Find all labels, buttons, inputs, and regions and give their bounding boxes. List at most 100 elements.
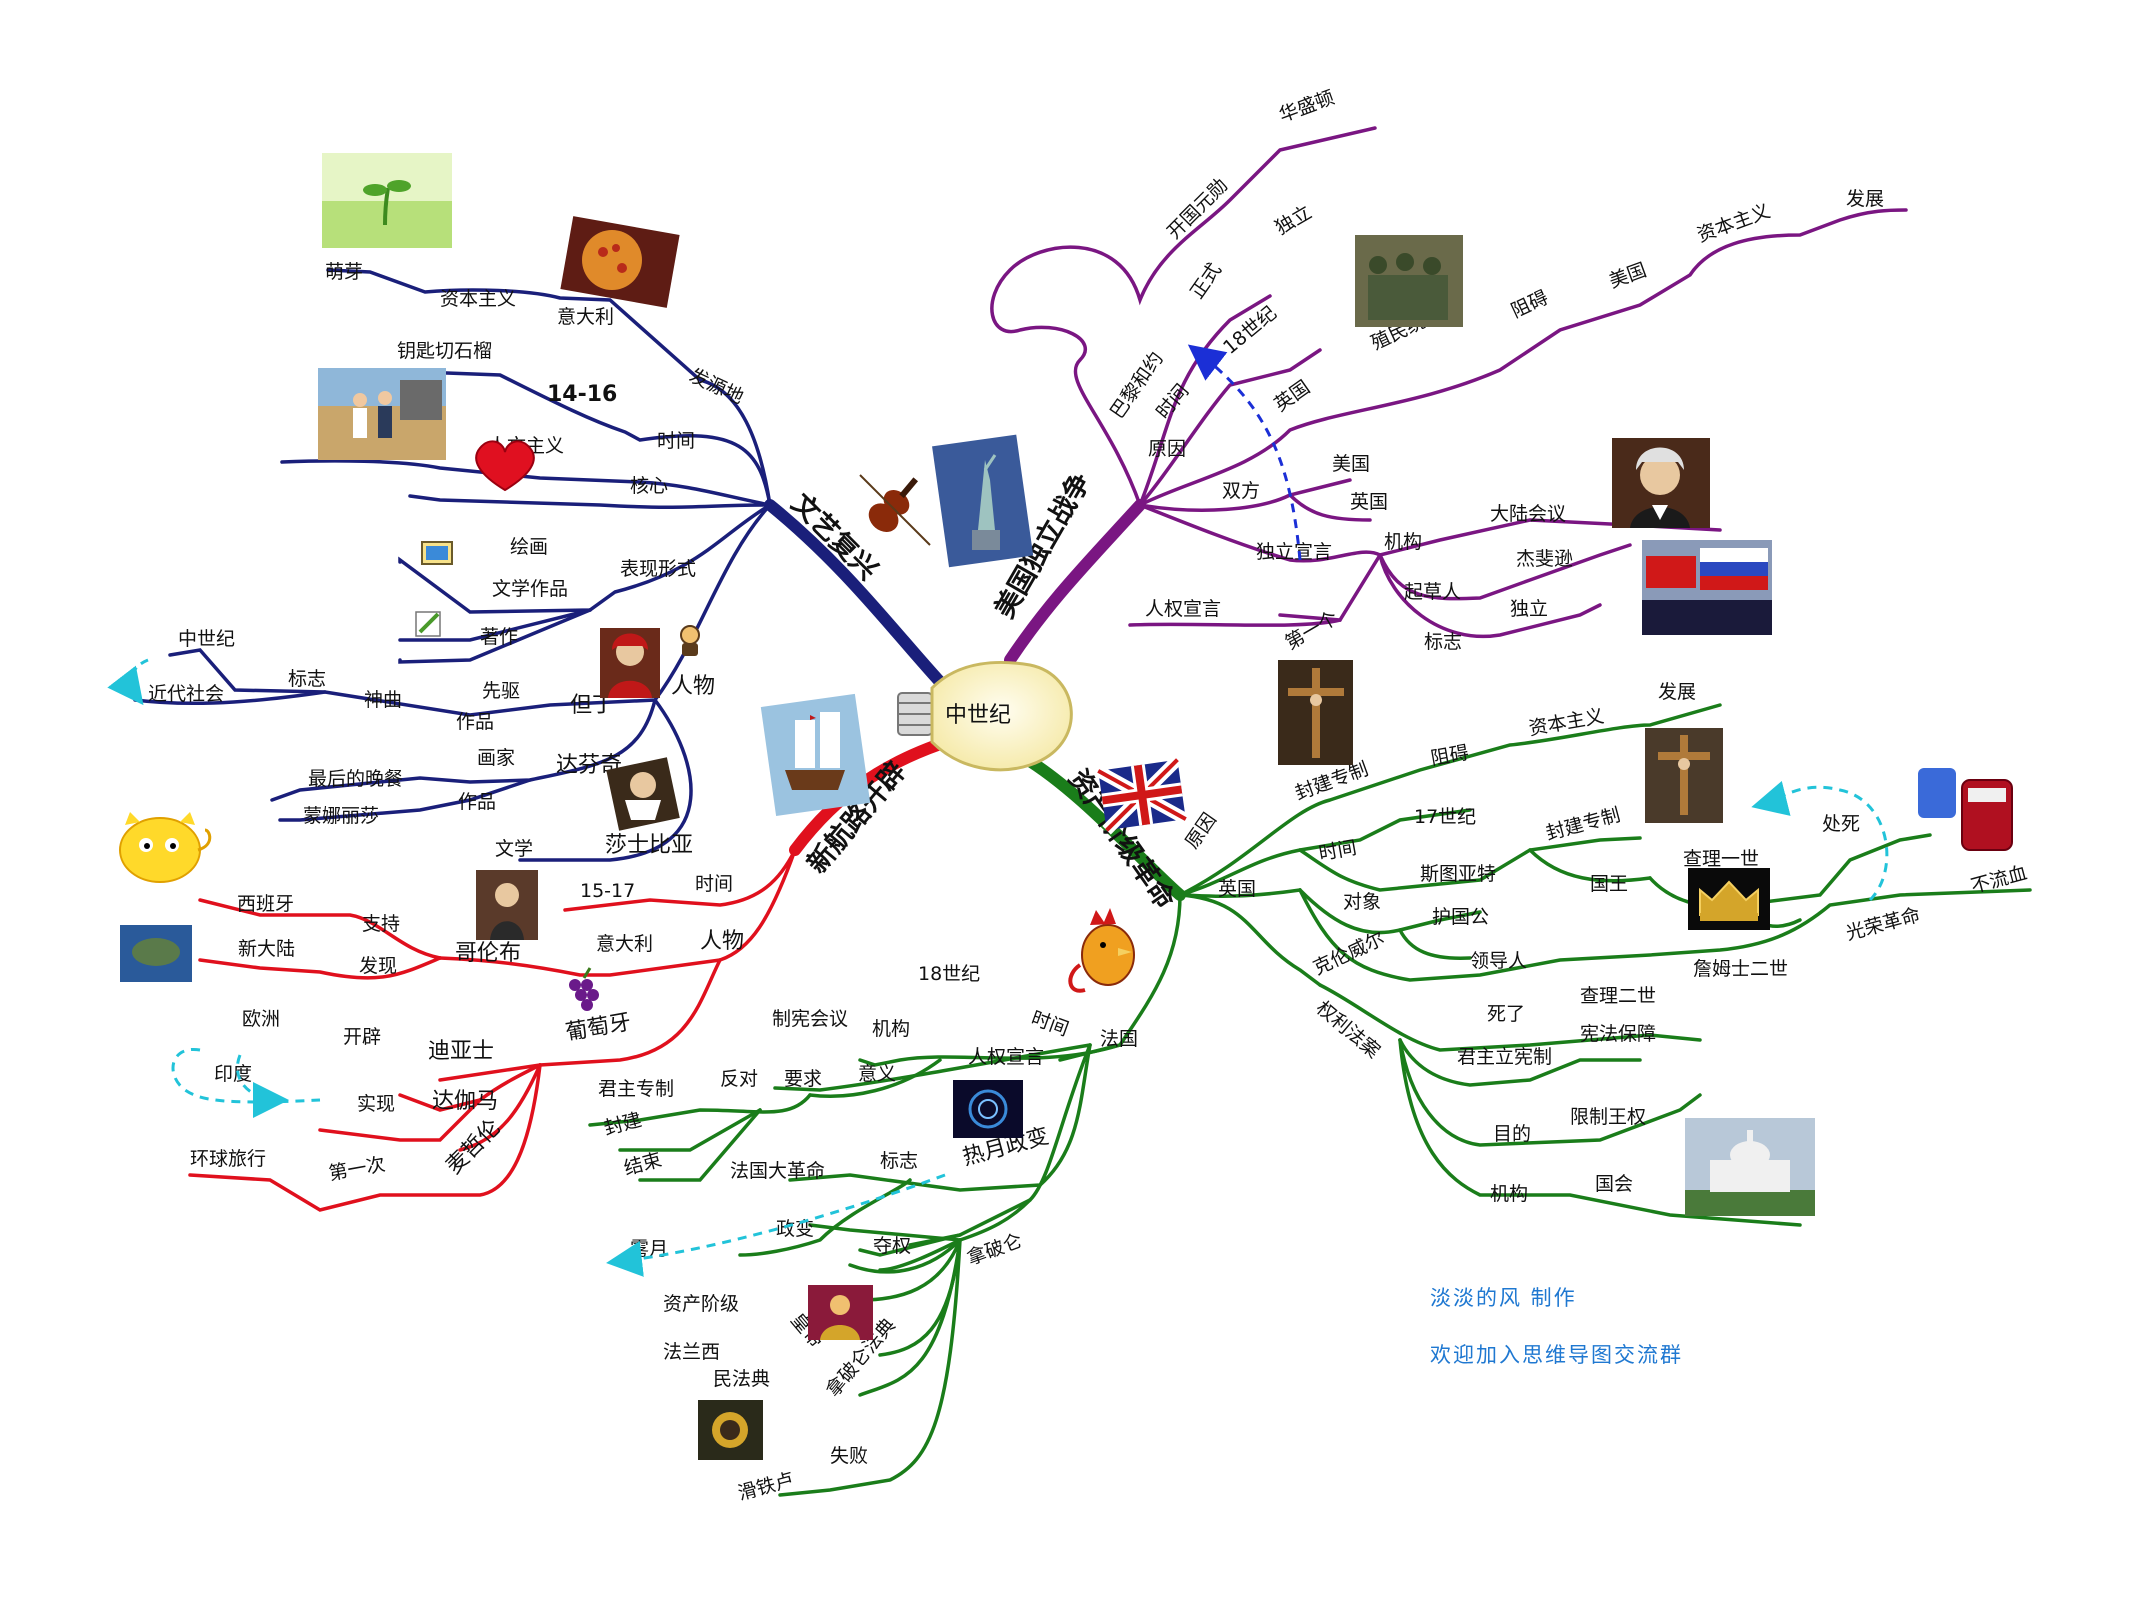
label: 资本主义	[1694, 200, 1773, 247]
label: 护国公	[1432, 906, 1489, 928]
label: 钥匙切石榴	[397, 340, 492, 362]
flag-ceremony-photo	[1642, 540, 1772, 635]
label: 时间	[695, 873, 733, 895]
union-jack-icon	[1095, 755, 1189, 835]
label: 双方	[1222, 480, 1260, 502]
bulb-glass	[930, 660, 1073, 772]
label: 领导人	[1470, 950, 1527, 972]
label: 意大利	[557, 306, 614, 328]
label: 标志	[288, 668, 326, 690]
label: 原因	[1148, 438, 1186, 460]
label: 最后的晚餐	[308, 768, 403, 790]
label: 民法典	[713, 1368, 770, 1390]
label: 国会	[1595, 1173, 1633, 1195]
label: 正式	[1186, 259, 1226, 303]
label: 光荣革命	[1844, 904, 1923, 945]
island-photo	[120, 925, 192, 982]
workers-photo	[318, 368, 446, 460]
label: 目的	[1493, 1123, 1531, 1145]
grapes-icon	[569, 967, 599, 1011]
label: 机构	[872, 1018, 910, 1040]
arrow-connector	[107, 658, 149, 706]
credit-group: 欢迎加入思维导图交流群	[1430, 1343, 1683, 1367]
bourgeois-labels: 原因 封建专制 阻碍 资本主义 发展 英国 时间 17世纪 对象 斯图亚特 封建…	[598, 681, 2029, 1505]
branch-bourgeois	[588, 703, 2032, 1497]
label: 莎士比亚	[605, 833, 693, 858]
label: 英国	[1218, 878, 1256, 900]
label: 意大利	[596, 933, 653, 955]
label: 独立宣言	[1256, 541, 1332, 563]
label: 机构	[1490, 1183, 1528, 1205]
label: 人权宣言	[1145, 598, 1221, 620]
label: 查理二世	[1580, 985, 1656, 1007]
label: 标志	[880, 1150, 918, 1172]
label: 欧洲	[242, 1008, 280, 1030]
center-node: 中世纪	[897, 660, 1073, 772]
label: 杰斐逊	[1516, 548, 1573, 570]
label: 处死	[1822, 813, 1860, 835]
ship-icon	[760, 693, 871, 817]
rooster-icon	[1068, 908, 1135, 993]
label: 机构	[1384, 531, 1422, 553]
vortex-icon	[953, 1080, 1023, 1138]
arrow-connector	[1187, 344, 1302, 561]
label: 资产阶级	[663, 1293, 739, 1315]
label: 18世纪	[918, 963, 980, 985]
label: 阻碍	[1429, 742, 1470, 770]
label: 结束	[622, 1149, 664, 1180]
label: 反对	[720, 1068, 758, 1090]
center-label: 中世纪	[945, 703, 1011, 728]
label: 制宪会议	[772, 1008, 848, 1030]
label: 独立	[1510, 598, 1548, 620]
label: 先驱	[482, 680, 520, 702]
label: 美国	[1606, 259, 1649, 293]
columbus-portrait	[476, 870, 538, 940]
label: 时间	[657, 430, 695, 452]
label: 限制王权	[1570, 1106, 1646, 1128]
napoleon-tomb-icon	[698, 1400, 763, 1460]
arrow-connector	[1751, 780, 1889, 902]
branch-voyage	[188, 734, 958, 1212]
label: 对象	[1343, 891, 1381, 913]
label: 失败	[830, 1445, 868, 1467]
label: 美国	[1332, 453, 1370, 475]
label: 人权宣言	[968, 1046, 1044, 1068]
heart-icon	[475, 440, 535, 492]
label: 标志	[1424, 631, 1462, 653]
label: 华盛顿	[1276, 87, 1337, 127]
capitol-photo	[1685, 1118, 1815, 1216]
label: 绘画	[510, 536, 548, 558]
credit-author: 淡淡的风 制作	[1430, 1286, 1577, 1310]
label: 印度	[214, 1063, 252, 1085]
label: 发展	[1846, 188, 1884, 210]
label: 发现	[359, 955, 397, 977]
branch-america	[990, 126, 1908, 666]
label: 独立	[1272, 201, 1316, 239]
label: 斯图亚特	[1420, 863, 1496, 885]
violin-icon	[859, 474, 931, 546]
label: 第一个	[1282, 607, 1342, 655]
label: 开辟	[343, 1026, 381, 1048]
label: 著作	[480, 626, 518, 648]
label: 达伽马	[432, 1089, 498, 1114]
label: 人物	[700, 929, 744, 954]
label: 文学作品	[492, 578, 568, 600]
label: 夺权	[873, 1235, 911, 1257]
liberty-statue-icon	[932, 434, 1034, 568]
arrow-connector	[235, 1054, 289, 1118]
pizza-icon	[560, 216, 680, 308]
label: 作品	[458, 791, 496, 813]
crucifix-icon	[1278, 660, 1353, 765]
label: 英国	[1350, 491, 1388, 513]
label: 画家	[477, 747, 515, 769]
label: 发展	[1658, 681, 1696, 703]
label: 中世纪	[178, 628, 235, 650]
label: 法兰西	[663, 1341, 720, 1363]
label: 国王	[1590, 873, 1628, 895]
label: 新大陆	[238, 938, 295, 960]
label: 资本主义	[440, 288, 516, 310]
hamilton-portrait	[1612, 438, 1710, 528]
person-icon	[680, 625, 700, 656]
label: 宪法保障	[1580, 1023, 1656, 1045]
